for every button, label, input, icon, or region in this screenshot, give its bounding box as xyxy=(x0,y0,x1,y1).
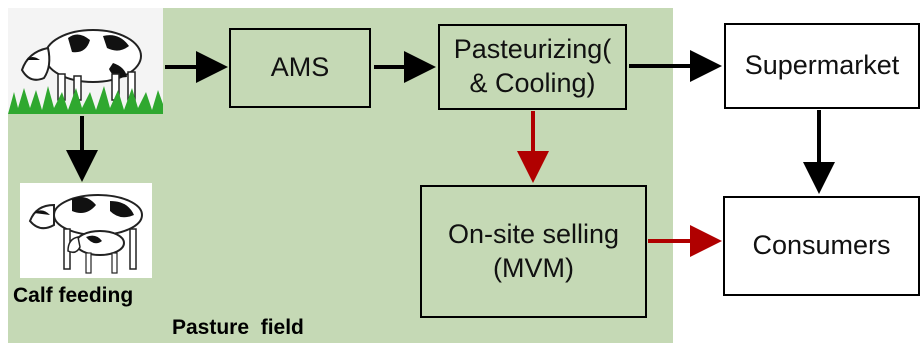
consumers-label: Consumers xyxy=(752,230,891,261)
consumers-box: Consumers xyxy=(723,196,920,296)
onsite-selling-label: On-site selling (MVM) xyxy=(447,218,620,283)
onsite-selling-box: On-site selling (MVM) xyxy=(420,185,647,318)
pasteurizing-box: Pasteurizing( & Cooling) xyxy=(438,24,627,110)
ams-label: AMS xyxy=(270,52,330,83)
supermarket-box: Supermarket xyxy=(724,23,920,109)
supermarket-label: Supermarket xyxy=(744,50,900,81)
cow-grazing-icon xyxy=(8,8,163,114)
ams-box: AMS xyxy=(229,28,371,108)
cow-and-calf-icon xyxy=(20,183,152,278)
pasteurizing-label: Pasteurizing( & Cooling) xyxy=(453,34,612,98)
calf-feeding-label: Calf feeding xyxy=(13,284,134,307)
pasture-field-label: Pasture field xyxy=(172,316,304,339)
